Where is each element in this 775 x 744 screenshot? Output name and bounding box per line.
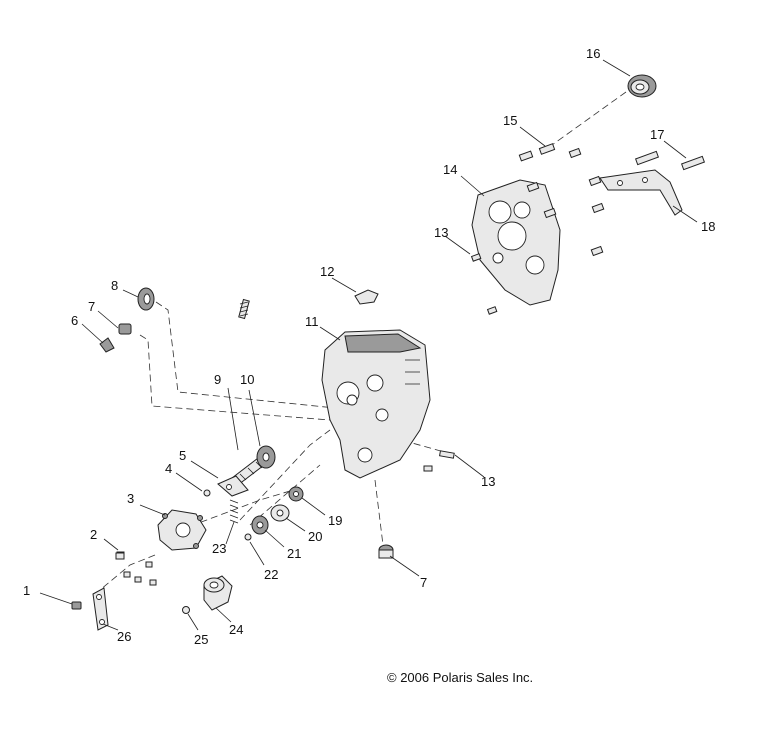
leader-lines — [39, 59, 698, 631]
callout-14: 14 — [443, 162, 457, 177]
callout-24: 24 — [229, 622, 243, 637]
part-23-spring — [229, 499, 239, 524]
part-17-bolts — [634, 150, 706, 171]
copyright-notice: © 2006 Polaris Sales Inc. — [387, 670, 534, 685]
part-8-seal — [137, 287, 155, 311]
callout-18: 18 — [701, 219, 715, 234]
part-7-plug-upper — [118, 323, 132, 335]
callout-labels: 16 15 17 14 18 13 12 8 7 6 11 9 10 5 4 1… — [23, 46, 715, 647]
part-11-gearcase-housing — [321, 329, 431, 479]
callout-26: 26 — [117, 629, 131, 644]
callout-17: 17 — [650, 127, 664, 142]
callout-12: 12 — [320, 264, 334, 279]
part-24-motor — [203, 575, 233, 611]
callout-15: 15 — [503, 113, 517, 128]
part-7-plug-lower — [378, 544, 394, 559]
callout-3: 3 — [127, 491, 134, 506]
callout-10: 10 — [240, 372, 254, 387]
part-14-gearcase-cover — [471, 179, 561, 306]
part-2-nut — [115, 552, 125, 560]
part-21-gear — [251, 515, 269, 535]
part-19-gear — [288, 486, 304, 502]
part-18-bracket — [599, 169, 683, 216]
callout-8: 8 — [111, 278, 118, 293]
part-12-pin — [354, 289, 379, 305]
callout-4: 4 — [165, 461, 172, 476]
callout-13a: 13 — [434, 225, 448, 240]
part-3-actuator-housing — [157, 509, 207, 551]
callout-7b: 7 — [420, 575, 427, 590]
cover-bolts — [470, 143, 605, 315]
part-25-nut — [182, 606, 190, 614]
part-4-washer — [203, 489, 211, 497]
spring-part — [238, 298, 250, 320]
callout-5: 5 — [179, 448, 186, 463]
part-13-dowel — [423, 450, 455, 472]
callout-11: 11 — [305, 314, 319, 329]
part-1-bolt — [71, 601, 82, 610]
callout-7a: 7 — [88, 299, 95, 314]
part-6-clip — [99, 337, 115, 353]
callout-2: 2 — [90, 527, 97, 542]
callout-1: 1 — [23, 583, 30, 598]
part-26-link-arm — [92, 587, 109, 631]
part-22-ball — [244, 533, 252, 541]
part-16-bearing — [627, 74, 657, 98]
callout-16: 16 — [586, 46, 600, 61]
callout-19: 19 — [328, 513, 342, 528]
callout-13b: 13 — [481, 474, 495, 489]
callout-6: 6 — [71, 313, 78, 328]
part-20-bearing — [270, 504, 290, 522]
part-10-gear — [256, 445, 276, 469]
callout-9: 9 — [214, 372, 221, 387]
callout-20: 20 — [308, 529, 322, 544]
callout-22: 22 — [264, 567, 278, 582]
part-5-lever — [217, 475, 249, 497]
callout-23: 23 — [212, 541, 226, 556]
callout-25: 25 — [194, 632, 208, 647]
callout-21: 21 — [287, 546, 301, 561]
